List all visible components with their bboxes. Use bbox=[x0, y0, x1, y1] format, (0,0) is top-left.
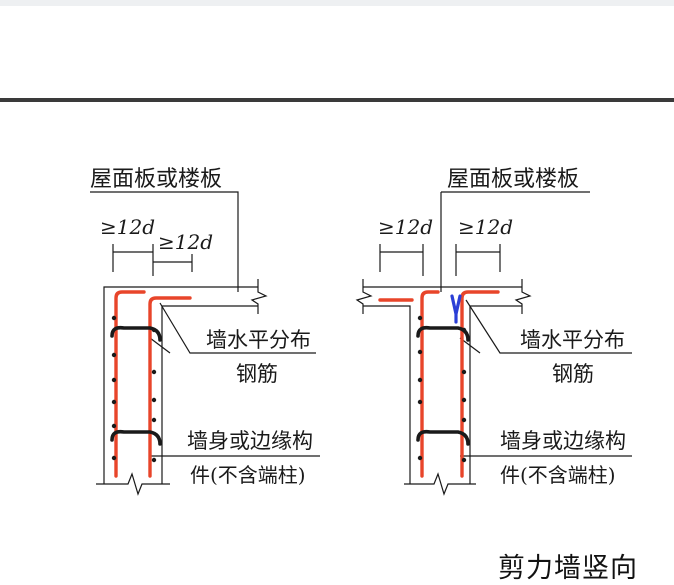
stirrup-left-1 bbox=[110, 325, 162, 342]
slab-label-left: 屋面板或楼板 bbox=[90, 167, 222, 192]
wall-label-left-1: 墙身或边缘构 bbox=[187, 429, 313, 453]
dim-left-b: ≥12d bbox=[158, 230, 213, 254]
diagram-left: 屋面板或楼板 ≥12d ≥12d bbox=[90, 167, 320, 496]
slab-label-right: 屋面板或楼板 bbox=[447, 167, 579, 192]
slab-bottom-left-r bbox=[363, 305, 411, 484]
rebar-dots-left bbox=[111, 315, 157, 463]
stirrup-left-2 bbox=[110, 429, 162, 446]
rebar-label-left-1: 墙水平分布 bbox=[206, 328, 311, 352]
rebar-inner-left bbox=[148, 296, 192, 478]
wall-label-right-1: 墙身或边缘构 bbox=[500, 429, 626, 453]
break-line-slab-right-r bbox=[514, 279, 532, 314]
rebar-dots-right bbox=[417, 315, 467, 463]
section-title: 剪力墙竖向 bbox=[498, 553, 638, 584]
dim-left-a: ≥12d bbox=[100, 215, 155, 239]
rebar-label-right-1: 墙水平分布 bbox=[520, 328, 625, 352]
stirrup-right-1 bbox=[416, 325, 470, 342]
dim-right-b: ≥12d bbox=[458, 215, 513, 239]
rebar-label-left-2: 钢筋 bbox=[236, 362, 278, 386]
rebar-right bbox=[378, 290, 500, 478]
rebar-outer-left bbox=[114, 290, 146, 478]
stirrups-left bbox=[110, 325, 162, 446]
stirrup-right-2 bbox=[416, 429, 470, 446]
rebar-leader-left bbox=[159, 302, 316, 354]
break-line-slab-right-l bbox=[355, 279, 373, 314]
stirrups-right bbox=[416, 325, 470, 446]
wall-label-right-2: 件(不含端柱) bbox=[500, 463, 616, 487]
hand-marker bbox=[450, 294, 462, 324]
dim-right-a: ≥12d bbox=[378, 215, 433, 239]
slab-bottom-right-r bbox=[469, 305, 522, 484]
diagram-right: 屋面板或楼板 ≥12d ≥12d bbox=[355, 167, 632, 496]
concrete-outline-left bbox=[103, 286, 258, 484]
break-line-wall-left bbox=[96, 472, 170, 496]
rebar-leader-right bbox=[465, 299, 632, 354]
header-strip bbox=[0, 0, 674, 6]
slab-leader-left bbox=[90, 191, 239, 292]
stirrup-leader-left bbox=[149, 337, 171, 354]
break-line-slab-left bbox=[250, 279, 268, 314]
rebar-left bbox=[114, 290, 192, 478]
rebar-right-c bbox=[460, 290, 500, 478]
rebar-label-right-2: 钢筋 bbox=[552, 362, 594, 386]
wall-label-left-2: 件(不含端柱) bbox=[190, 463, 306, 487]
rebar-right-a bbox=[420, 290, 440, 478]
break-line-wall-right bbox=[404, 472, 476, 496]
